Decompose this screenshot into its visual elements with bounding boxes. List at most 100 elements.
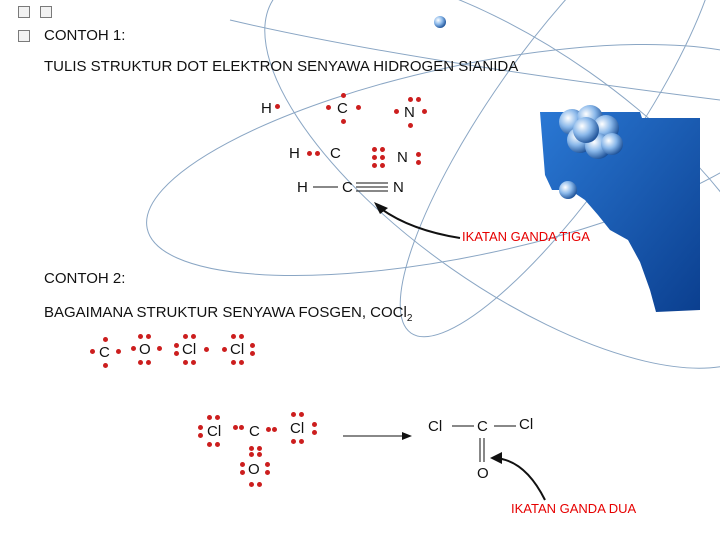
hydrogen-atom: H [289,145,300,162]
carbon-atom: C [99,344,110,361]
example2-question: BAGAIMANA STRUKTUR SENYAWA FOSGEN, COCl2 [44,304,412,324]
electron-dot [312,430,317,435]
electron-dot [204,347,209,352]
electron-dot [174,343,179,348]
electron-dot [291,412,296,417]
electron-dot [231,334,236,339]
corner-square [40,6,52,18]
electron-dot [416,160,421,165]
atom-cluster [434,16,623,199]
chlorine-atom: Cl [290,420,305,437]
triple-bond-annotation: IKATAN GANDA TIGA [462,229,590,244]
electron-dot [408,123,413,128]
electron-dot [312,422,317,427]
chlorine-atom: Cl [207,423,222,440]
chlorine-atom: Cl [428,418,443,435]
hydrogen-atom: H [261,100,272,117]
electron-dot [341,93,346,98]
chlorine-atom: Cl [230,341,245,358]
electron-dot [183,360,188,365]
electron-dot [265,470,270,475]
electron-dot [249,446,254,451]
electron-dot [198,425,203,430]
electron-dot [372,147,377,152]
carbon-atom: C [330,145,341,162]
electron-dot [191,360,196,365]
oxygen-atom: O [139,341,151,358]
electron-dot [250,343,255,348]
electron-dot [146,334,151,339]
electron-dot [272,427,277,432]
oxygen-atom: O [477,465,489,482]
electron-dot [315,151,320,156]
electron-dot [239,425,244,430]
electron-dot [116,349,121,354]
electron-dot [372,163,377,168]
carbon-atom: C [342,179,353,196]
electron-dot [249,452,254,457]
electron-dot [138,360,143,365]
electron-dot [394,109,399,114]
electron-dot [231,360,236,365]
example1-task: TULIS STRUKTUR DOT ELEKTRON SENYAWA HIDR… [44,58,519,75]
question-text: BAGAIMANA STRUKTUR SENYAWA FOSGEN, COCl [44,304,407,321]
electron-dot [157,346,162,351]
electron-dot [138,334,143,339]
electron-dot [207,415,212,420]
electron-dot [307,151,312,156]
electron-dot [299,412,304,417]
electron-dot [372,155,377,160]
electron-dot [215,415,220,420]
electron-dot [146,360,151,365]
electron-dot [198,433,203,438]
electron-dot [103,337,108,342]
electron-dot [240,462,245,467]
electron-dot [257,482,262,487]
electron-dot [174,351,179,356]
example2-heading: CONTOH 2: [44,270,126,287]
carbon-atom: C [249,423,260,440]
oxygen-atom: O [248,461,260,478]
electron-dot [422,109,427,114]
double-bond-annotation: IKATAN GANDA DUA [511,501,637,516]
electron-dot [291,439,296,444]
electron-dot [250,351,255,356]
electron-dot [215,442,220,447]
electron-dot [103,363,108,368]
electron-dot [356,105,361,110]
electron-dot [249,482,254,487]
electron-dot [380,147,385,152]
nitrogen-atom: N [404,104,415,121]
electron-dot [233,425,238,430]
electron-dot [257,452,262,457]
electron-dot [408,97,413,102]
electron-dot [266,427,271,432]
example1-heading: CONTOH 1: [44,27,126,44]
nitrogen-atom: N [393,179,404,196]
carbon-atom: C [337,100,348,117]
blue-map-shape [540,112,700,312]
electron-dot [239,334,244,339]
electron-dot [416,152,421,157]
electron-dot [191,334,196,339]
electron-dot [326,105,331,110]
electron-dot [257,446,262,451]
nitrogen-atom: N [397,149,408,166]
electron-dot [222,347,227,352]
hydrogen-atom: H [297,179,308,196]
electron-dot [265,462,270,467]
electron-dot [90,349,95,354]
electron-dot [183,334,188,339]
carbon-atom: C [477,418,488,435]
corner-square [18,30,30,42]
electron-dot [299,439,304,444]
electron-dot [341,119,346,124]
electron-dot [207,442,212,447]
electron-dot [131,346,136,351]
electron-dot [240,470,245,475]
corner-square [18,6,30,18]
electron-dot [239,360,244,365]
question-subscript: 2 [406,313,413,324]
chlorine-atom: Cl [182,341,197,358]
